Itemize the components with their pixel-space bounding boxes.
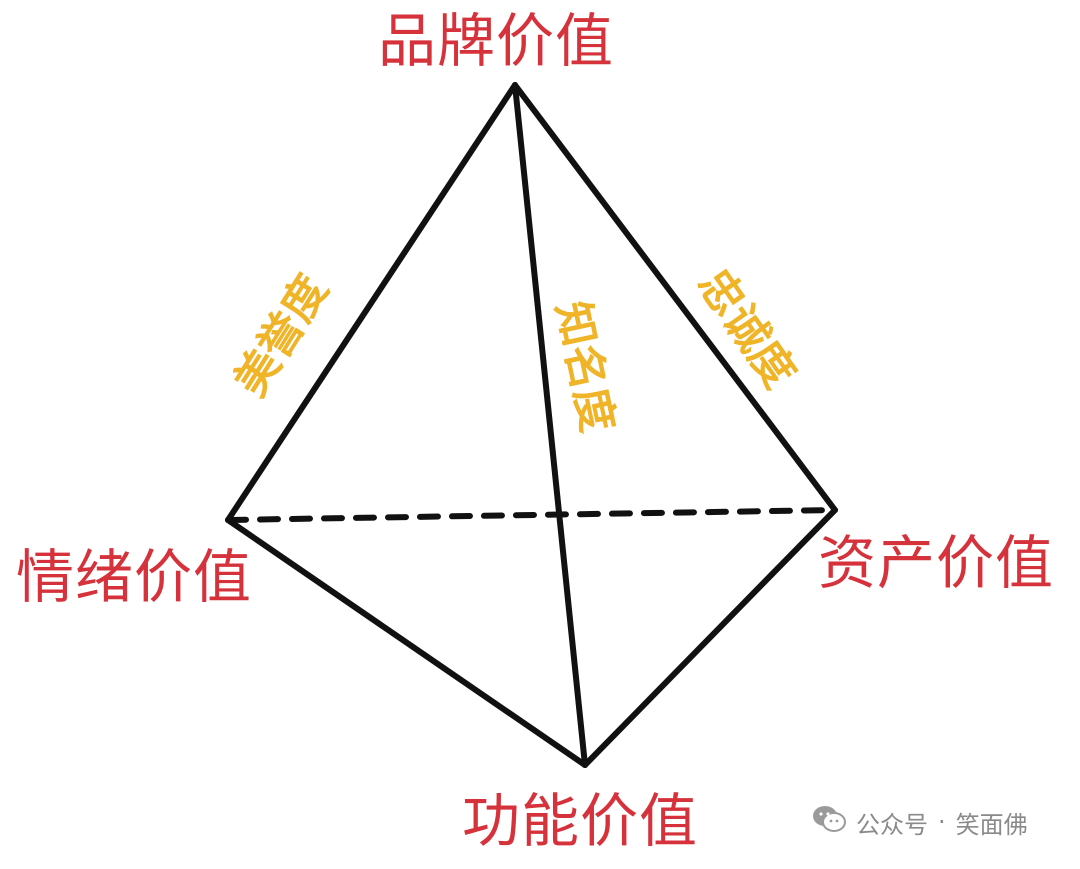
watermark-author: 笑面佛 xyxy=(955,810,1028,839)
edge-top-right xyxy=(512,82,838,513)
vertex-label-bottom: 功能价值 xyxy=(462,787,699,855)
watermark-separator: · xyxy=(938,808,946,836)
edge-left-right-hidden xyxy=(225,507,838,523)
vertex-label-top: 品牌价值 xyxy=(378,7,615,75)
watermark: 公众号 · 笑面佛 xyxy=(812,804,1028,840)
edge-right-bottom xyxy=(582,507,838,768)
edge-left-bottom xyxy=(225,517,588,768)
watermark-source: 公众号 xyxy=(856,810,928,839)
vertex-label-left: 情绪价值 xyxy=(16,543,253,611)
vertex-label-right: 资产价值 xyxy=(818,529,1055,597)
edge-top-left xyxy=(225,82,518,523)
wechat-icon xyxy=(812,804,846,840)
edge-top-bottom xyxy=(512,82,588,768)
